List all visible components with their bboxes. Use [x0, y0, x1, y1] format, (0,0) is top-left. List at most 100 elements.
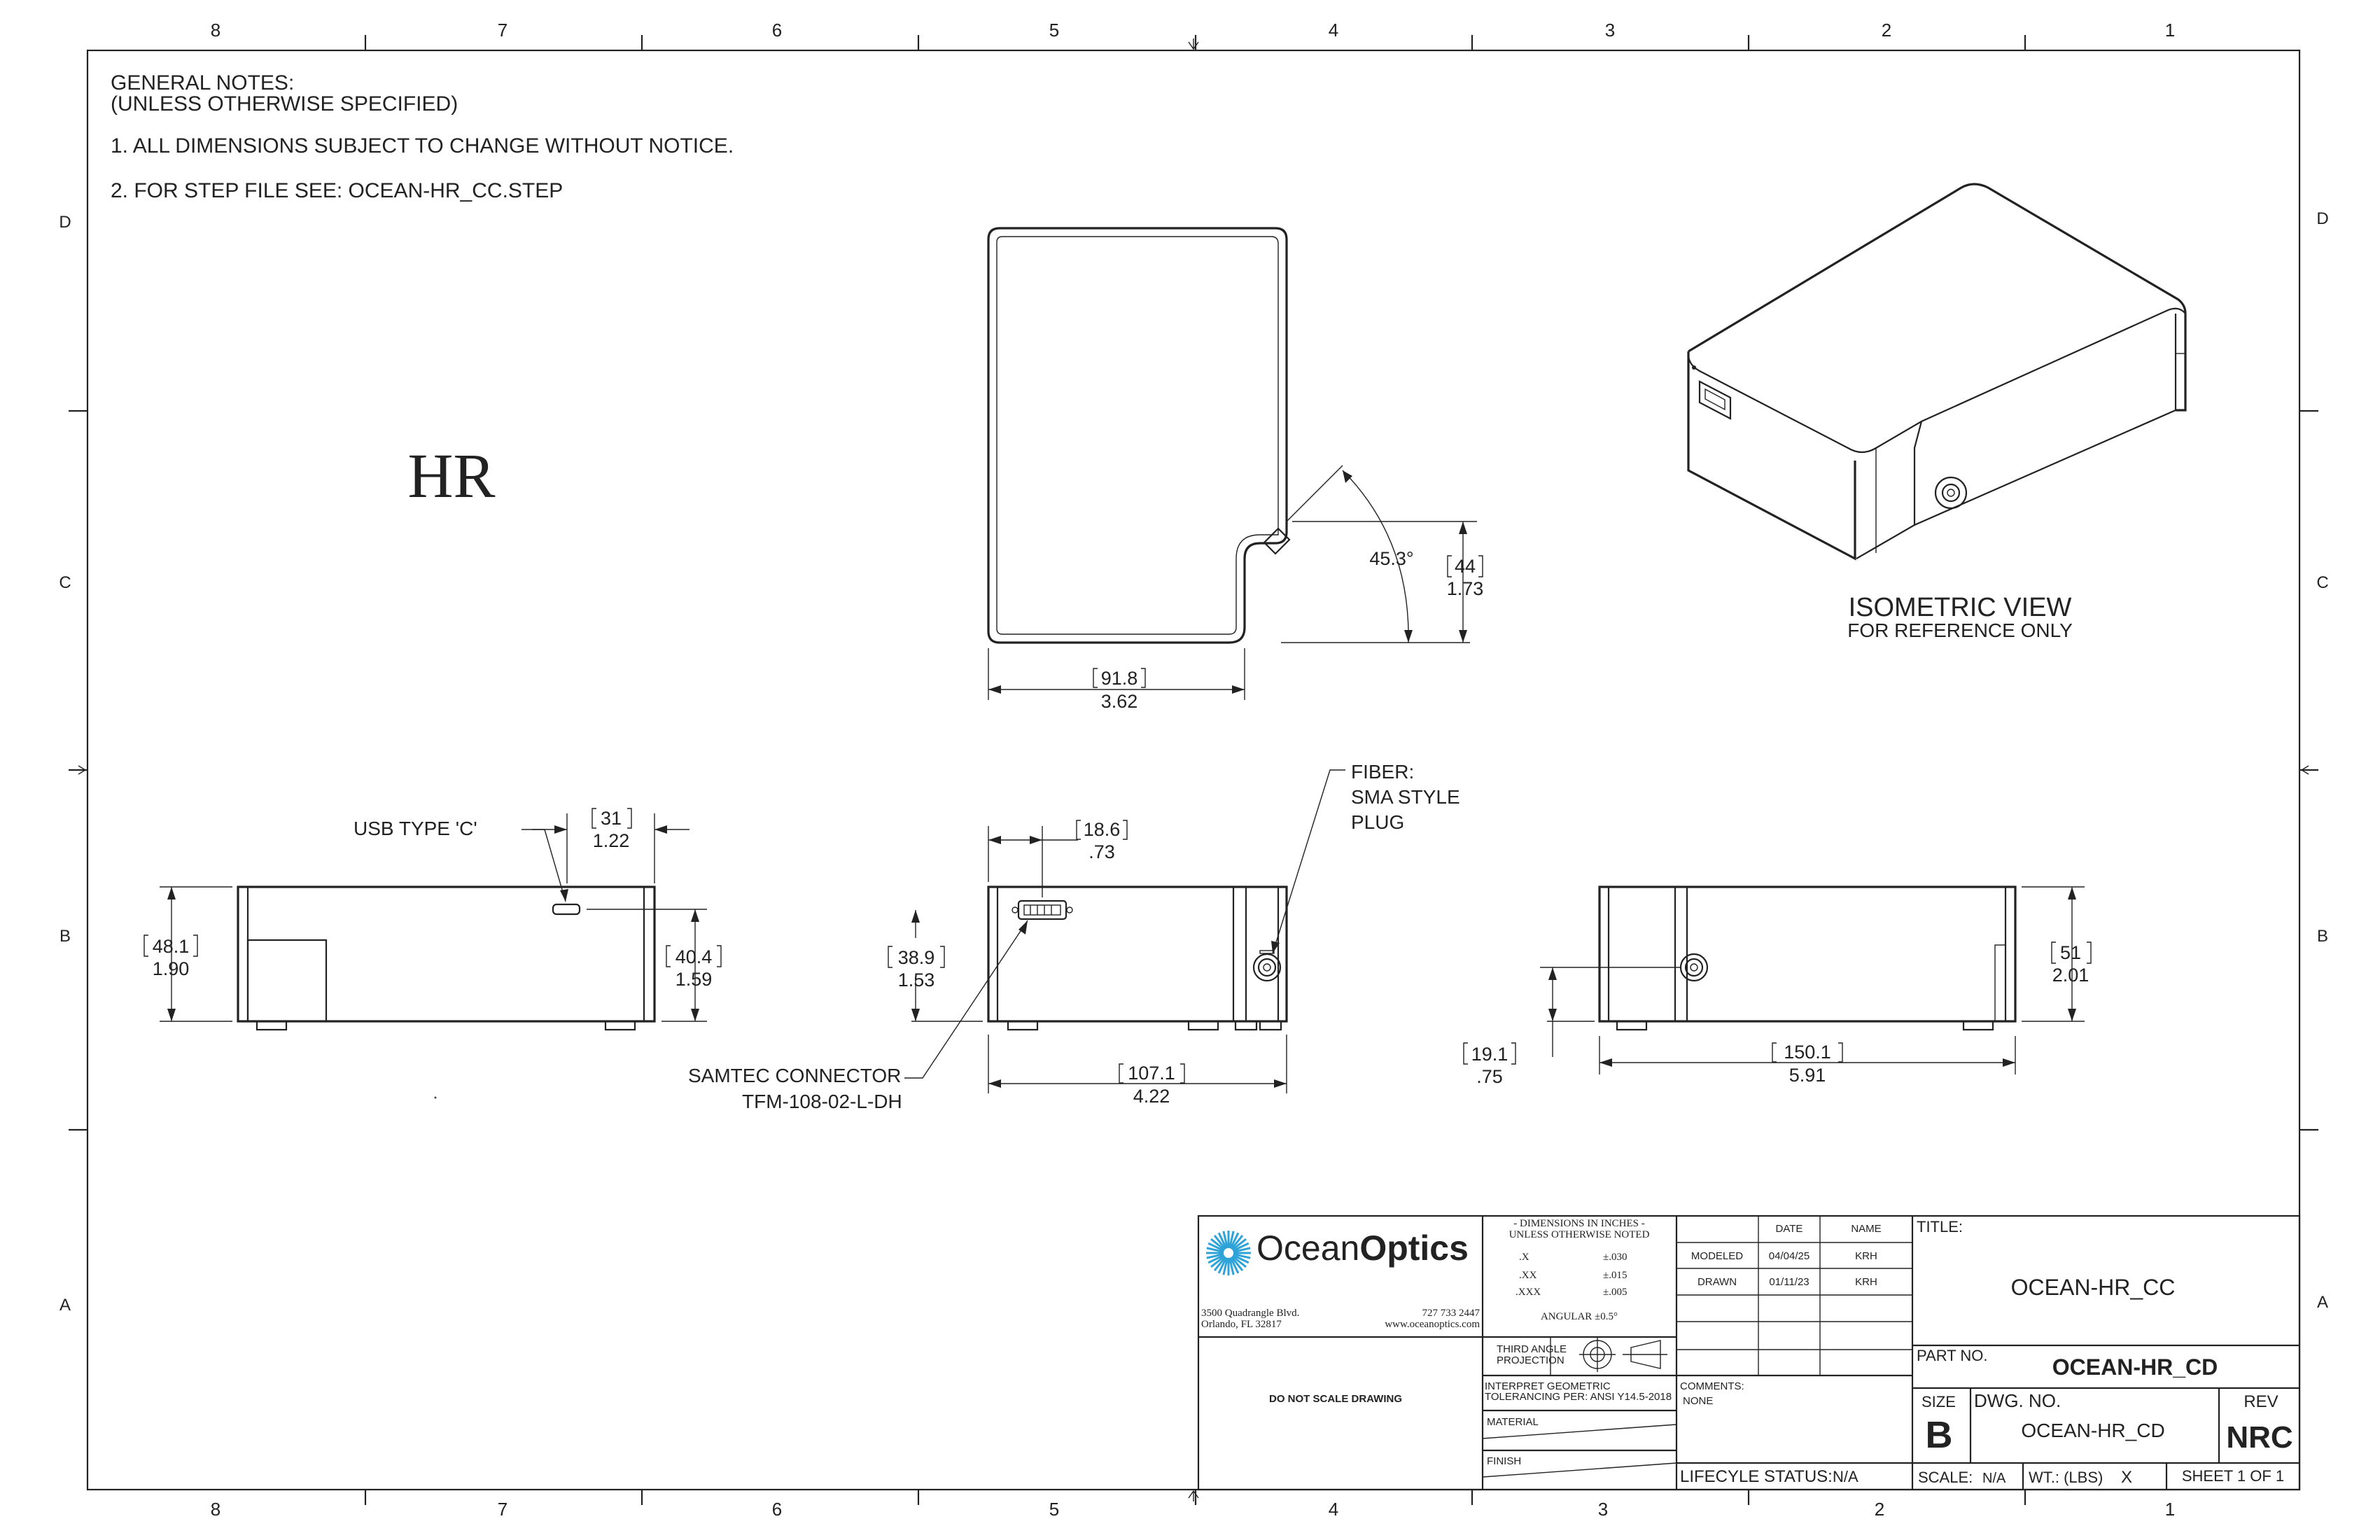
rev-label: REV [2244, 1392, 2278, 1411]
zone-col-3: 3 [1605, 20, 1615, 41]
general-notes: GENERAL NOTES: (UNLESS OTHERWISE SPECIFI… [111, 71, 734, 202]
interpret-line2: TOLERANCING PER: ANSI Y14.5-2018 [1485, 1391, 1672, 1403]
right-length-in: 5.91 [1789, 1065, 1826, 1086]
zone-col-8: 8 [211, 20, 220, 41]
front-width-in: 4.22 [1133, 1086, 1170, 1107]
rev-value: NRC [2226, 1420, 2292, 1455]
weight-label: WT.: (LBS) [2029, 1469, 2103, 1486]
zone-col-4: 4 [1329, 20, 1338, 41]
usb-height-mm: 40.4 [676, 946, 713, 967]
note-1: 1. ALL DIMENSIONS SUBJECT TO CHANGE WITH… [111, 134, 734, 158]
tolerance-x-value: ±.030 [1603, 1252, 1627, 1263]
do-not-scale-note: DO NOT SCALE DRAWING [1269, 1393, 1402, 1405]
zone-col-8-bottom: 8 [211, 1499, 220, 1520]
zone-col-4-bottom: 4 [1329, 1499, 1338, 1520]
zone-row-d-left: D [59, 213, 71, 232]
col-name: NAME [1851, 1223, 1881, 1235]
fiber-height-mm: 19.1 [1471, 1044, 1508, 1065]
third-angle-projection-icon [1579, 1337, 1667, 1372]
lifecycle-value: N/A [1833, 1468, 1858, 1485]
tolerance-xx: .XX [1519, 1270, 1537, 1281]
usb-label: USB TYPE 'C' [354, 818, 477, 839]
zone-col-7: 7 [498, 20, 507, 41]
zone-row-c-left: C [59, 573, 71, 592]
drawn-name: KRH [1855, 1276, 1877, 1288]
interpret-line1: INTERPRET GEOMETRIC [1485, 1380, 1611, 1392]
weight-value: X [2121, 1468, 2132, 1487]
right-side-view: 51 2.01 19.1 .75 150.1 5.91 [1463, 886, 2092, 1087]
part-no-label: PART NO. [1917, 1347, 1987, 1364]
isometric-title: ISOMETRIC VIEW [1849, 593, 2072, 622]
usb-offset-mm: 31 [601, 808, 622, 829]
usb-offset-in: 1.22 [593, 830, 630, 851]
zone-col-1: 1 [2165, 20, 2175, 41]
zone-row-b-left: B [59, 927, 71, 946]
connector-offset-mm: 18.6 [1084, 819, 1121, 840]
material-label: MATERIAL [1487, 1416, 1539, 1428]
top-view-height-in: 1.73 [1447, 578, 1484, 599]
left-height-in: 1.90 [153, 958, 190, 979]
zone-row-a-left: A [59, 1296, 71, 1315]
top-view-height-mm: 44 [1455, 556, 1476, 577]
col-date: DATE [1776, 1223, 1803, 1235]
dwg-no-value: OCEAN-HR_CD [2021, 1420, 2164, 1441]
phone: 727 733 2447 [1422, 1308, 1480, 1319]
tolerance-xxx: .XXX [1516, 1287, 1541, 1298]
samtec-label-line1: SAMTEC CONNECTOR [688, 1065, 901, 1086]
zone-column-labels-bottom: 8 7 6 5 4 3 2 1 [211, 1499, 2175, 1520]
lifecycle-label: LIFECYLE STATUS: [1680, 1467, 1833, 1486]
tolerance-header-2: UNLESS OTHERWISE NOTED [1509, 1229, 1650, 1240]
zone-col-6: 6 [772, 20, 782, 41]
zone-row-a-right: A [2317, 1293, 2328, 1312]
zone-col-7-bottom: 7 [498, 1499, 507, 1520]
tolerance-x: .X [1519, 1252, 1530, 1263]
left-height-mm: 48.1 [153, 936, 190, 957]
right-height-in: 2.01 [2052, 965, 2090, 986]
scale-label: SCALE: [1918, 1469, 1973, 1486]
model-label-hr: HR [407, 442, 495, 511]
title-label: TITLE: [1917, 1218, 1963, 1236]
drawing-title: OCEAN-HR_CC [2011, 1275, 2176, 1300]
drawn-date: 01/11/23 [1769, 1276, 1809, 1288]
scale-value: N/A [1982, 1471, 2006, 1486]
row-modeled: MODELED [1691, 1250, 1743, 1262]
row-drawn: DRAWN [1698, 1276, 1737, 1288]
usb-height-in: 1.59 [676, 969, 713, 990]
title-block: OceanOptics 3500 Quadrangle Blvd. Orland… [1197, 1214, 2301, 1491]
website: www.oceanoptics.com [1385, 1319, 1480, 1330]
comments-value: NONE [1683, 1395, 1713, 1407]
front-width-mm: 107.1 [1128, 1063, 1175, 1084]
top-view-angle: 45.3° [1369, 548, 1413, 569]
note-2: 2. FOR STEP FILE SEE: OCEAN-HR_CC.STEP [111, 179, 563, 202]
sheet-count: SHEET 1 OF 1 [2182, 1467, 2284, 1485]
size-label: SIZE [1921, 1393, 1956, 1410]
part-no-value: OCEAN-HR_CD [2052, 1354, 2218, 1380]
connector-height-mm: 38.9 [898, 947, 935, 968]
right-height-mm: 51 [2060, 942, 2081, 963]
zone-col-6-bottom: 6 [772, 1499, 782, 1520]
stray-dot [434, 1096, 437, 1099]
third-angle-line2: PROJECTION [1497, 1354, 1564, 1366]
zone-row-b-right: B [2317, 927, 2328, 946]
zone-col-2-bottom: 2 [1875, 1499, 1884, 1520]
fiber-label-line2: SMA STYLE [1351, 786, 1460, 808]
finish-label: FINISH [1487, 1455, 1521, 1467]
zone-row-labels: D C B A D C B A [59, 209, 2328, 1315]
fiber-height-in: .75 [1476, 1066, 1503, 1087]
front-view: 18.6 .73 38.9 1.53 107.1 4.22 FIBER: SMA… [688, 761, 1460, 1112]
tolerance-xxx-value: ±.005 [1603, 1287, 1627, 1298]
drawing-border [69, 35, 2318, 1505]
modeled-name: KRH [1855, 1250, 1877, 1262]
left-side-view: USB TYPE 'C' 31 1.22 48.1 1.90 40.4 1.59 [144, 808, 722, 1031]
address-line1: 3500 Quadrangle Blvd. [1201, 1308, 1299, 1319]
zone-row-d-right: D [2316, 209, 2328, 228]
angular-tolerance: ANGULAR ±0.5° [1541, 1311, 1618, 1322]
size-value: B [1926, 1414, 1953, 1456]
notes-subheading: (UNLESS OTHERWISE SPECIFIED) [111, 92, 458, 115]
samtec-label-line2: TFM-108-02-L-DH [742, 1091, 902, 1112]
third-angle-line1: THIRD ANGLE [1497, 1343, 1567, 1355]
top-view-width-mm: 91.8 [1101, 668, 1138, 689]
address-line2: Orlando, FL 32817 [1201, 1319, 1282, 1330]
zone-column-labels-top: 8 7 6 5 4 3 2 1 [211, 20, 2175, 41]
